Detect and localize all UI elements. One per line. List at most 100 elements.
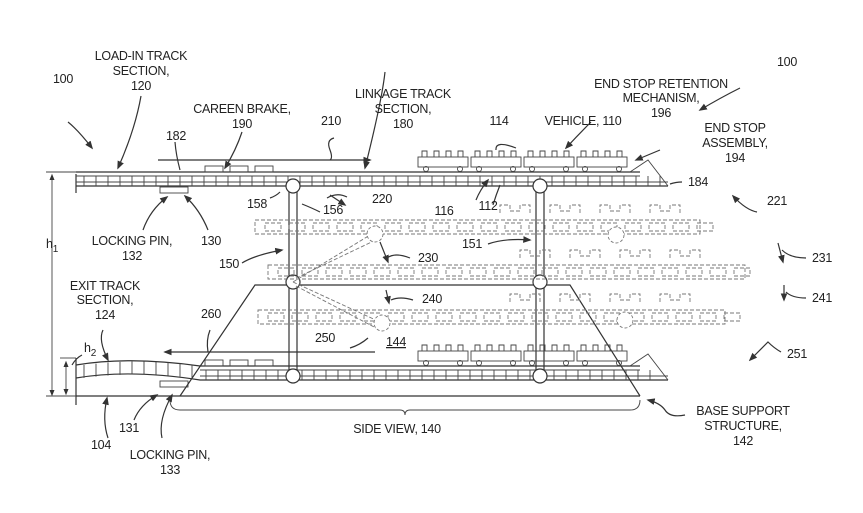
ref-182: 182 bbox=[166, 129, 186, 143]
linkage-line3: 180 bbox=[393, 117, 413, 131]
locking-pin-133-line2: 133 bbox=[160, 463, 180, 477]
vehicle-car bbox=[417, 156, 469, 168]
dashed-tie bbox=[267, 312, 285, 322]
seat bbox=[563, 150, 570, 157]
careen-brake bbox=[254, 359, 274, 367]
ref-210: 210 bbox=[321, 114, 341, 128]
ref-104: 104 bbox=[91, 438, 111, 452]
dashed-tie bbox=[672, 222, 690, 232]
dashed-tie bbox=[336, 222, 354, 232]
ref-150: 150 bbox=[219, 257, 239, 271]
upper-track bbox=[75, 165, 668, 194]
ref-112: 112 bbox=[478, 199, 497, 213]
dashed-vehicle bbox=[509, 293, 541, 302]
dashed-tie bbox=[483, 312, 501, 322]
base-support-structure bbox=[179, 284, 641, 397]
ref-230: 230 bbox=[418, 251, 438, 265]
load-in-line3: 120 bbox=[131, 79, 151, 93]
locking-pin bbox=[159, 380, 189, 388]
dashed-vehicle bbox=[549, 204, 581, 213]
dashed-tie bbox=[675, 312, 693, 322]
ref-114: 114 bbox=[489, 114, 508, 128]
swing-arms bbox=[292, 225, 634, 332]
dashed-tie bbox=[579, 312, 597, 322]
seat bbox=[551, 344, 558, 351]
ref-100-left: 100 bbox=[53, 72, 73, 86]
base-support-line1: BASE SUPPORT bbox=[696, 404, 790, 418]
dashed-tie bbox=[397, 267, 415, 277]
dashed-tie bbox=[696, 222, 714, 232]
wheel bbox=[510, 166, 516, 172]
seat bbox=[457, 344, 464, 351]
vehicle-car bbox=[470, 350, 522, 362]
seat bbox=[592, 344, 599, 351]
ref-151: 151 bbox=[462, 237, 482, 251]
seat bbox=[457, 150, 464, 157]
dashed-tie bbox=[373, 267, 391, 277]
vehicle-car bbox=[417, 350, 469, 362]
dashed-tie bbox=[325, 267, 343, 277]
seat bbox=[486, 344, 493, 351]
end-stop-retention-line2: MECHANISM, bbox=[623, 91, 700, 105]
seat bbox=[474, 344, 481, 351]
seat bbox=[604, 150, 611, 157]
dashed-tie bbox=[555, 312, 573, 322]
dashed-tie bbox=[315, 312, 333, 322]
seat bbox=[474, 150, 481, 157]
callout-labels: 100 LOAD-IN TRACK SECTION, 120 CAREEN BR… bbox=[46, 49, 833, 477]
dashed-tie bbox=[507, 312, 525, 322]
dashed-tie bbox=[541, 267, 559, 277]
dashed-tie bbox=[493, 267, 511, 277]
dashed-tie bbox=[613, 267, 631, 277]
vehicle-car bbox=[523, 156, 575, 168]
dashed-tie bbox=[661, 267, 679, 277]
careen-brake-line1: CAREEN BRAKE, bbox=[193, 102, 291, 116]
seat bbox=[592, 150, 599, 157]
dashed-vehicle bbox=[669, 249, 701, 258]
position-220 bbox=[254, 219, 701, 235]
vehicle-label: VEHICLE, 110 bbox=[545, 114, 622, 128]
ref-231: 231 bbox=[812, 251, 832, 265]
ref-116: 116 bbox=[434, 204, 453, 218]
dashed-tie bbox=[291, 312, 309, 322]
vehicle-lower bbox=[417, 344, 628, 366]
seat bbox=[486, 150, 493, 157]
dashed-tie bbox=[648, 222, 666, 232]
h2-label: h2 bbox=[84, 341, 97, 359]
wheel bbox=[616, 360, 622, 366]
load-in-line2: SECTION, bbox=[113, 64, 170, 78]
dashed-tie bbox=[699, 312, 717, 322]
seat bbox=[616, 150, 623, 157]
ref-250: 250 bbox=[315, 331, 335, 345]
ref-184: 184 bbox=[688, 175, 708, 189]
exit-track-line2: SECTION, bbox=[77, 293, 134, 307]
seat bbox=[510, 344, 517, 351]
seat bbox=[510, 150, 517, 157]
dashed-tie bbox=[589, 267, 607, 277]
wheel bbox=[529, 360, 535, 366]
wheel bbox=[582, 360, 588, 366]
dashed-tie bbox=[408, 222, 426, 232]
dashed-tie bbox=[349, 267, 367, 277]
dashed-tie bbox=[531, 312, 549, 322]
load-in-line1: LOAD-IN TRACK bbox=[95, 49, 188, 63]
seat bbox=[563, 344, 570, 351]
dashed-tie bbox=[339, 312, 357, 322]
ref-221: 221 bbox=[767, 194, 787, 208]
ref-240: 240 bbox=[422, 292, 442, 306]
dashed-tie bbox=[469, 267, 487, 277]
dashed-tie bbox=[480, 222, 498, 232]
end-stop-assembly-lower bbox=[629, 353, 669, 381]
locking-pin-133-line1: LOCKING PIN, bbox=[130, 448, 210, 462]
careen-brake-line2: 190 bbox=[232, 117, 252, 131]
dashed-tie bbox=[264, 222, 282, 232]
exit-track-line3: 124 bbox=[95, 308, 115, 322]
vehicle-car bbox=[470, 156, 522, 168]
dashed-tie bbox=[528, 222, 546, 232]
leader-lines bbox=[67, 71, 807, 439]
seat bbox=[527, 150, 534, 157]
intermediate-positions bbox=[254, 204, 751, 325]
linkage-line2: SECTION, bbox=[375, 102, 432, 116]
end-stop-retention-line1: END STOP RETENTION bbox=[594, 77, 728, 91]
dashed-tie bbox=[421, 267, 439, 277]
